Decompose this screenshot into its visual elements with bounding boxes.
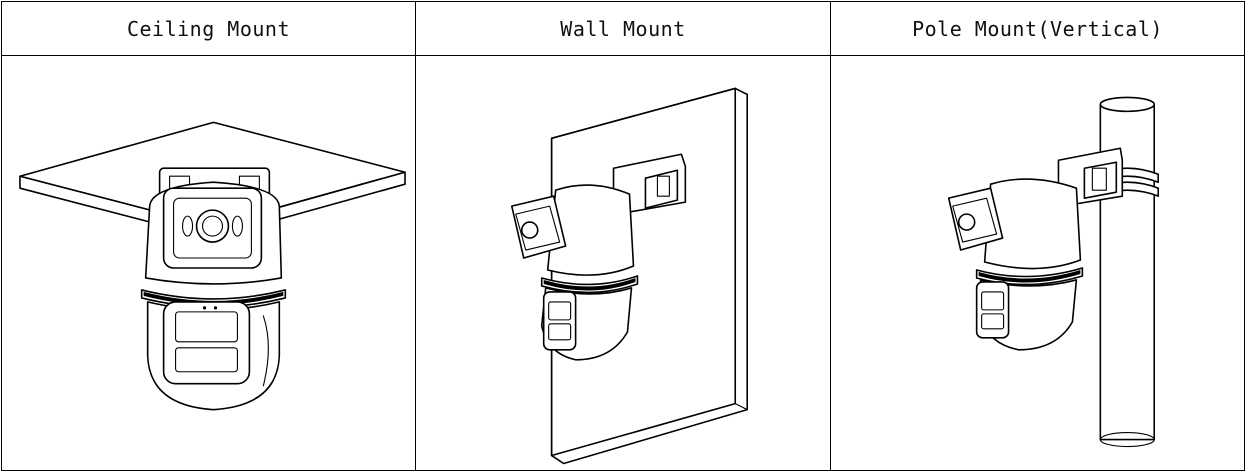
pole-mount-cell xyxy=(830,55,1245,471)
camera-lower-dome xyxy=(146,301,281,411)
wall-panel xyxy=(550,87,748,465)
camera-upper-housing xyxy=(144,181,283,285)
figure-row xyxy=(1,55,1245,471)
wall-mount-heading: Wall Mount xyxy=(415,1,831,56)
ceiling-mount-illustration xyxy=(19,121,406,411)
ceiling-mount-cell xyxy=(1,55,416,471)
pole-mount-illustration xyxy=(947,96,1160,448)
header-row: Ceiling Mount Wall Mount Pole Mount(Vert… xyxy=(1,1,1245,56)
ceiling-mount-heading: Ceiling Mount xyxy=(1,1,416,56)
camera-body xyxy=(947,178,1084,351)
pole-mount-heading: Pole Mount(Vertical) xyxy=(830,1,1245,56)
camera-body xyxy=(510,184,639,361)
wall-mount-illustration xyxy=(510,87,748,465)
wall-mount-cell xyxy=(415,55,831,471)
